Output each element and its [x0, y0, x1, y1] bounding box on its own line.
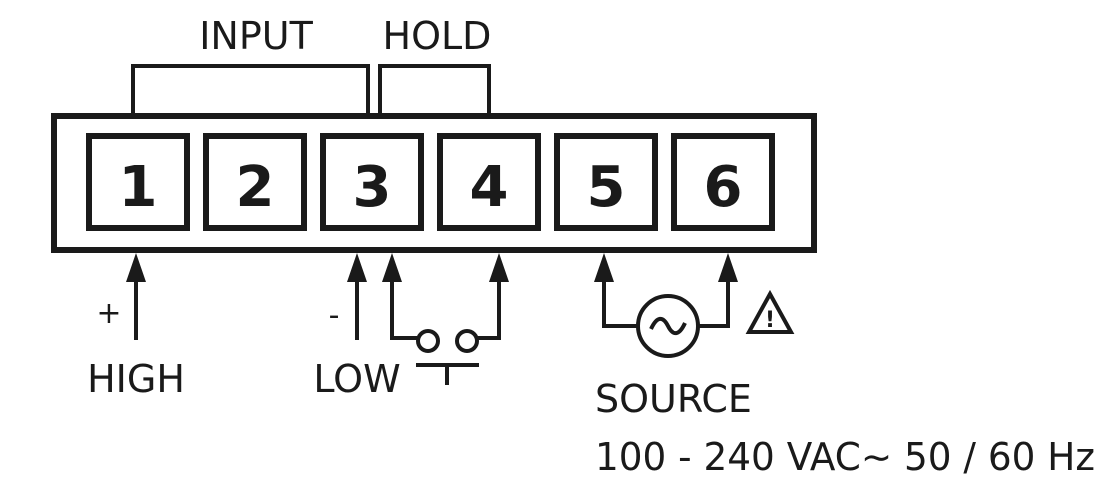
- hold-switch: [382, 253, 509, 385]
- high-label: HIGH: [87, 357, 185, 401]
- terminal-4: 4: [437, 133, 541, 231]
- hold-bracket: [378, 64, 491, 116]
- terminal-number: 2: [236, 155, 275, 220]
- input-label: INPUT: [199, 14, 313, 58]
- low-input-arrow: [347, 253, 367, 340]
- terminal-number: 1: [119, 155, 158, 220]
- terminal-3: 3: [320, 133, 424, 231]
- terminal-5: 5: [554, 133, 658, 231]
- terminal-block: [51, 113, 817, 253]
- terminal-1: 1: [86, 133, 190, 231]
- terminal-2: 2: [203, 133, 307, 231]
- plus-sign: +: [96, 296, 121, 331]
- source-spec-label: 100 - 240 VAC∼ 50 / 60 Hz: [595, 435, 1095, 479]
- terminal-number: 4: [470, 155, 509, 220]
- input-bracket: [131, 64, 370, 116]
- high-input-arrow: [126, 253, 146, 340]
- terminal-number: 5: [587, 155, 626, 220]
- terminal-number: 3: [353, 155, 392, 220]
- power-source-wiring: [594, 253, 738, 328]
- source-label: SOURCE: [595, 377, 752, 421]
- terminal-6: 6: [671, 133, 775, 231]
- warning-mark: !: [765, 308, 775, 333]
- hold-label: HOLD: [383, 14, 492, 58]
- terminal-number: 6: [704, 155, 743, 220]
- low-label: LOW: [313, 357, 400, 401]
- ac-source-icon: [636, 294, 700, 358]
- minus-sign: -: [329, 298, 340, 333]
- warning-icon: !: [745, 289, 795, 334]
